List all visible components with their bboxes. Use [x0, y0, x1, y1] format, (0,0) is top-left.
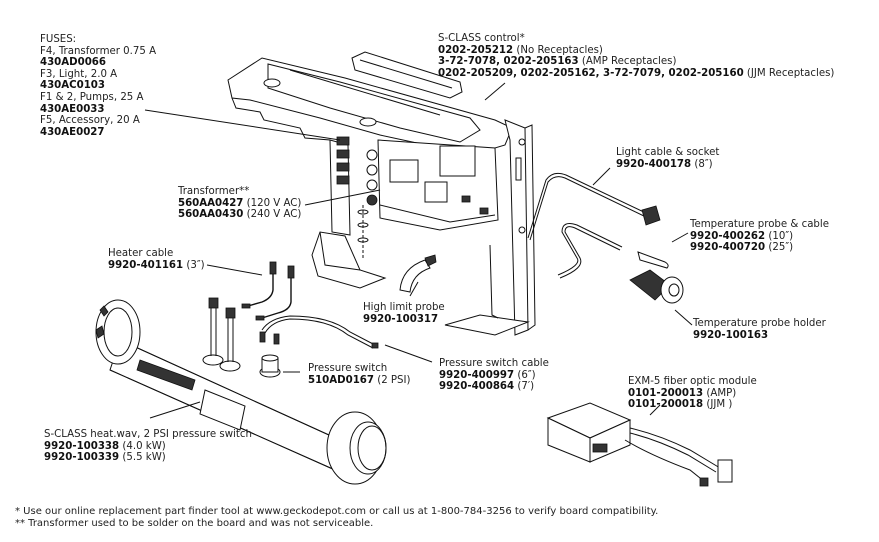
control-part-number: 3-72-7078, 0202-205163 [438, 56, 579, 68]
fuse-part-number: 430AC0103 [40, 80, 105, 92]
temperature-probe-note: (10″) [768, 230, 794, 242]
heater-cable-title: Heater cable [108, 248, 174, 259]
pressure-switch-title: Pressure switch [308, 363, 388, 374]
pressure-cable-title: Pressure switch cable [439, 358, 549, 369]
transformer-part-number: 560AA0430 [178, 209, 244, 221]
fuses-callout: FUSES: F4, Transformer 0.75 A 430AD0066 … [40, 34, 156, 138]
fuse-desc: F5, Accessory, 20 A [40, 115, 140, 127]
pressure-cable-callout: Pressure switch cable 9920-400997 (6″) 9… [439, 358, 549, 393]
light-cable-drawing [527, 172, 661, 241]
pressure-switch-callout: Pressure switch 510AD0167 (2 PSI) [308, 363, 411, 386]
high-limit-part-number: 9920-100317 [363, 313, 439, 325]
light-cable-note: (8″) [694, 158, 713, 170]
transformer-note: (120 V AC) [246, 197, 302, 209]
control-note: (No Receptacles) [516, 44, 603, 56]
temperature-probe-holder-drawing [629, 269, 684, 304]
fuses-heading: FUSES: [40, 34, 77, 45]
heater-cable-drawing [241, 261, 295, 321]
control-part-number: 0202-205209, 0202-205162, 3-72-7079, 020… [438, 67, 744, 79]
heater-cable-part-number: 9920-401161 [108, 259, 184, 271]
control-part-number: 0202-205212 [438, 44, 514, 56]
control-title: S-CLASS control* [438, 33, 525, 44]
transformer-note: (240 V AC) [246, 209, 302, 221]
temperature-holder-part-number: 9920-100163 [693, 329, 769, 341]
heater-part-number: 9920-100338 [44, 440, 120, 452]
transformer-callout: Transformer** 560AA0427 (120 V AC) 560AA… [178, 186, 301, 221]
leader-lines [144, 82, 693, 419]
footnote-compatibility: * Use our online replacement part finder… [15, 506, 659, 517]
exm5-module-drawing [546, 402, 733, 487]
fuse-part-number: 430AE0027 [40, 126, 105, 138]
light-cable-part-number: 9920-400178 [616, 158, 692, 170]
temperature-holder-title: Temperature probe holder [693, 318, 826, 329]
control-note: (AMP Receptacles) [581, 56, 677, 68]
light-cable-title: Light cable & socket [616, 147, 720, 158]
fuse-part-number: 430AE0033 [40, 103, 105, 115]
exm5-part-number: 0101-200013 [628, 387, 704, 399]
control-callout: S-CLASS control* 0202-205212 (No Recepta… [438, 33, 834, 79]
temperature-probe-part-number: 9920-400720 [690, 242, 766, 254]
pressure-switch-cable-drawing [259, 315, 379, 349]
pressure-switch-part-number: 510AD0167 [308, 374, 374, 386]
heater-note: (4.0 kW) [122, 440, 166, 452]
pressure-cable-part-number: 9920-400997 [439, 369, 515, 381]
pressure-cable-note: (6″) [517, 369, 536, 381]
exm5-note: (JJM ) [706, 399, 733, 411]
heater-part-number: 9920-100339 [44, 452, 120, 464]
light-cable-callout: Light cable & socket 9920-400178 (8″) [616, 147, 719, 170]
temperature-probe-part-number: 9920-400262 [690, 230, 766, 242]
high-limit-probe-drawing [399, 254, 437, 293]
temperature-probe-note: (25″) [768, 242, 794, 254]
high-limit-callout: High limit probe 9920-100317 [363, 302, 445, 325]
high-limit-title: High limit probe [363, 302, 445, 313]
heater-cable-callout: Heater cable 9920-401161 (3″) [108, 248, 205, 271]
control-note: (JJM Receptacles) [746, 67, 835, 79]
exm5-part-number: 0101-200018 [628, 399, 704, 411]
pressure-cable-note: (7′) [517, 381, 535, 393]
fuse-desc: F3, Light, 2.0 A [40, 68, 118, 80]
temperature-probe-callout: Temperature probe & cable 9920-400262 (1… [690, 219, 829, 254]
fuse-part-number: 430AD0066 [40, 57, 106, 69]
fuse-desc: F4, Transformer 0.75 A [40, 45, 157, 57]
heater-cable-note: (3″) [186, 259, 205, 271]
pressure-switch-note: (2 PSI) [377, 374, 411, 386]
transformer-title: Transformer** [178, 186, 250, 197]
pressure-cable-part-number: 9920-400864 [439, 381, 515, 393]
exm5-callout: EXM-5 fiber optic module 0101-200013 (AM… [628, 376, 757, 411]
heater-note: (5.5 kW) [122, 452, 166, 464]
temperature-probe-drawing [557, 223, 669, 279]
temperature-holder-callout: Temperature probe holder 9920-100163 [693, 318, 826, 341]
transformer-part-number: 560AA0427 [178, 197, 244, 209]
heater-title: S-CLASS heat.wav, 2 PSI pressure switch [44, 429, 252, 440]
control-box-drawing [227, 51, 536, 336]
heater-drawing [95, 297, 387, 485]
footnote-transformer: ** Transformer used to be solder on the … [15, 518, 374, 529]
exm5-title: EXM-5 fiber optic module [628, 376, 757, 387]
heater-callout: S-CLASS heat.wav, 2 PSI pressure switch … [44, 429, 252, 464]
fuse-desc: F1 & 2, Pumps, 25 A [40, 91, 144, 103]
temperature-probe-title: Temperature probe & cable [690, 219, 829, 230]
exm5-note: (AMP) [706, 387, 737, 399]
